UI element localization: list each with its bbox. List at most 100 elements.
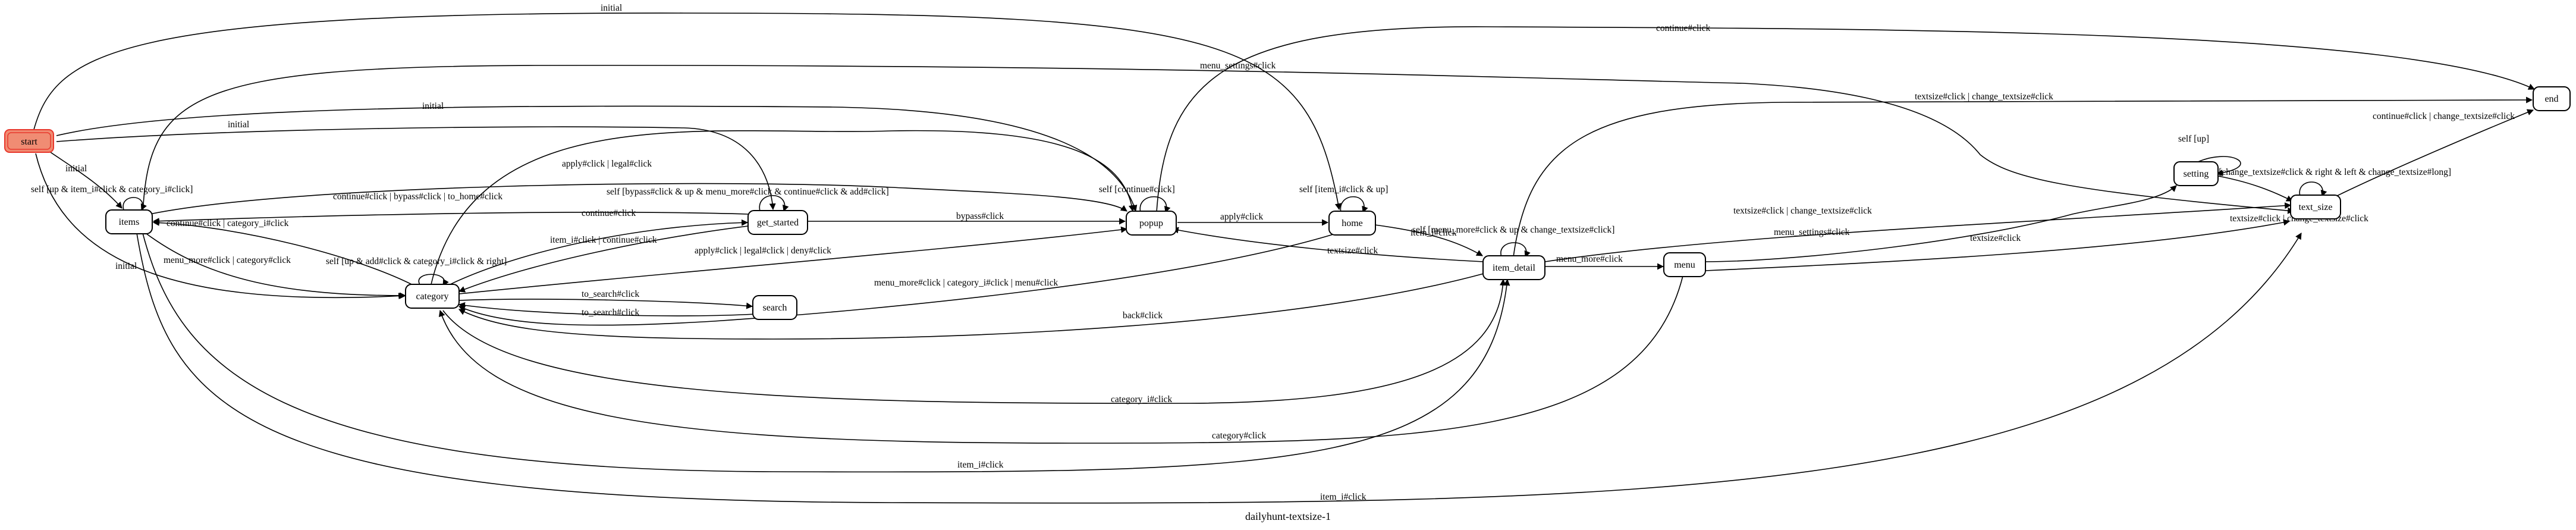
edge-category-popup [458,226,1128,294]
node-category-label: category [416,291,448,302]
edge-home-category [458,231,1342,326]
edge-label-item-detail-menu: menu_more#click [1556,254,1623,264]
edge-items-category [145,233,407,299]
edge-label-menu-category: category#click [1212,431,1266,441]
node-search[interactable]: search [752,295,797,320]
edge-menu-text-size [1705,219,2291,271]
node-start[interactable]: start [4,129,54,153]
edge-setting-self [2194,156,2241,177]
diagram-caption: dailyhunt-textsize-1 [1245,510,1331,522]
edge-label-start-home: initial [601,3,622,13]
edge-menu-setting [1705,185,2177,262]
node-get-started[interactable]: get_started [747,210,808,235]
node-category[interactable]: category [405,284,460,309]
edge-category-items [152,219,417,287]
edge-popup-end [1156,26,2535,213]
edge-label-search-category: to_search#click [582,308,640,318]
edge-label-item-detail-category: back#click [1123,311,1163,321]
node-home-label: home [1342,218,1363,228]
edge-home-self [1340,196,1368,214]
node-text-size[interactable]: text_size [2290,195,2341,219]
edge-label-get-started-self: self [bypass#click & up & menu_more#clic… [607,187,889,197]
edge-label-items-text-size: item_i#click [1320,492,1366,502]
edge-label-get-started-category: item_i#click | continue#click [550,235,657,245]
edge-label-start-category: initial [115,261,137,271]
nodes: start items category search get_started … [4,86,2571,320]
edge-item-detail-category [458,273,1484,340]
edge-item-detail-text-size [1544,202,2292,262]
node-setting-label: setting [2184,169,2209,179]
node-menu[interactable]: menu [1663,252,1706,277]
node-home[interactable]: home [1328,211,1376,236]
edge-category-self [418,274,449,286]
edge-label-text-size-end: continue#click | change_textsize#click [2373,111,2515,121]
edge-text-size-self [2299,181,2327,197]
node-get-started-label: get_started [757,218,799,228]
edge-start-category [35,153,406,300]
edge-label-items-setting: menu_settings#click [1200,61,1276,71]
edge-get-started-self [759,195,789,212]
edge-popup-self [1139,196,1171,214]
node-end-label: end [2544,94,2558,104]
edge-item-detail-end [1513,96,2533,258]
edge-setting-text-size [2214,175,2293,202]
edges: initial initial initial initial initial … [31,3,2535,504]
edge-label-category-self: self [up & add#click & category_i#click … [326,256,507,266]
edge-label-category-item-detail: category_i#click [1111,394,1173,404]
node-search-label: search [763,303,787,313]
edge-label-category-search: to_search#click [582,289,640,299]
edge-start-items [48,150,122,209]
edge-label-items-item-detail: item_i#click [957,460,1004,470]
edge-items-popup [149,183,1127,215]
edge-items-setting [142,65,2295,215]
edge-label-item-detail-end: textsize#click | change_textsize#click [1915,92,2053,102]
edge-label-home-category: menu_more#click | category_i#click | men… [874,278,1058,288]
edge-menu-category [438,275,1683,444]
node-items[interactable]: items [105,209,153,234]
node-popup[interactable]: popup [1126,211,1177,236]
edge-home-item-detail [1374,224,1483,256]
edge-start-home [32,12,1342,211]
edge-category-popup-arc [431,130,1135,285]
edge-label-start-get-started: initial [228,120,249,130]
edge-search-category [458,302,756,316]
edge-category-get-started [442,219,749,288]
edge-items-item-detail [142,233,1510,473]
edge-label-items-self: self [up & item_i#click & category_i#cli… [31,184,193,195]
edge-get-started-category [458,225,749,293]
node-menu-label: menu [1674,260,1695,270]
edge-text-size-end [2329,109,2534,200]
node-popup-label: popup [1139,218,1163,228]
node-item-detail[interactable]: item_detail [1482,255,1545,280]
edge-label-popup-end: continue#click [1656,23,1710,33]
edge-category-item-detail [442,278,1506,404]
edge-label-item-detail-popup: textsize#click [1327,246,1378,256]
edge-label-get-started-popup: bypass#click [956,211,1004,221]
edge-label-items-get-started: continue#click | bypass#click | to_home#… [333,192,502,202]
node-start-label: start [21,137,37,147]
node-setting[interactable]: setting [2173,161,2219,186]
edge-label-category-popup: apply#click | legal#click | deny#click [695,246,831,256]
edge-label-home-item-detail: item_i#click [1410,228,1457,238]
edge-label-items-category: menu_more#click | category#click [164,255,291,265]
edge-label-popup-self: self [continue#click] [1099,184,1175,195]
edge-start-popup [56,105,1138,212]
edge-label-item-detail-self: self [menu_more#click & up & change_text… [1412,225,1614,235]
edge-items-text-size [136,233,2302,504]
node-text-size-label: text_size [2299,202,2333,212]
edge-label-menu-setting: menu_settings#click [1774,227,1850,237]
edge-label-category-items: continue#click | category_i#click [167,218,289,228]
node-end[interactable]: end [2533,86,2571,111]
edge-label-setting-self: self [up] [2178,134,2209,144]
edge-item-detail-popup [1171,227,1484,262]
node-item-detail-label: item_detail [1493,263,1536,273]
edge-get-started-items [152,211,749,225]
edge-label-start-items: initial [65,164,87,174]
edge-label-text-size-self: self [change_textsize#click & right & le… [2203,167,2451,177]
node-items-label: items [119,217,140,227]
edge-category-search [458,299,753,309]
edge-items-self [122,197,147,211]
edge-label-category-get-started: continue#click [582,208,636,218]
